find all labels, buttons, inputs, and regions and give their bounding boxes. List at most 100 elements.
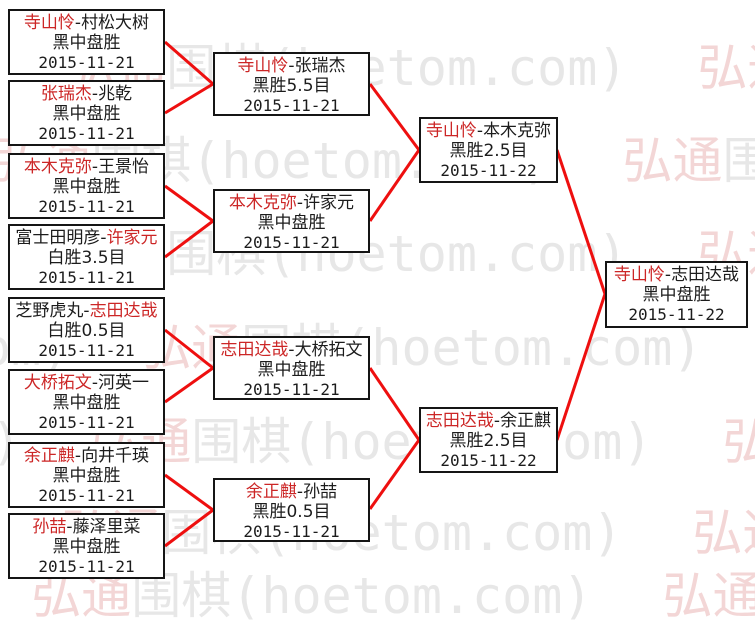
- winner-name: 寺山怜: [425, 121, 477, 141]
- loser-name: 村松大树: [81, 13, 150, 33]
- connector-line: [368, 83, 421, 151]
- match-box-r1-7: 余正麒-向井千瑛 黑中盘胜 2015-11-21: [8, 442, 165, 508]
- match-players: 富士田明彦-许家元: [10, 228, 163, 248]
- name-separator: -: [91, 157, 99, 177]
- connector-line: [164, 328, 214, 370]
- match-date: 2015-11-21: [38, 557, 135, 576]
- match-players: 孙喆-藤泽里菜: [10, 517, 163, 537]
- watermark-text: 弘通围棋(hoetom.com): [692, 504, 755, 562]
- match-date: 2015-11-21: [243, 380, 340, 399]
- loser-name: 张瑞杰: [294, 56, 346, 76]
- match-players: 本木克弥-许家元: [215, 193, 368, 213]
- match-box-r2-3: 志田达哉-大桥拓文 黑中盘胜 2015-11-21: [213, 336, 370, 400]
- winner-name: 寺山怜: [613, 265, 665, 285]
- match-result: 黑胜2.5目: [449, 431, 528, 451]
- loser-name: 本木克弥: [483, 121, 552, 141]
- connector-line: [164, 184, 214, 223]
- winner-name: 本木克弥: [228, 193, 297, 213]
- match-result: 白胜0.5目: [47, 321, 126, 341]
- connector-line: [368, 367, 421, 441]
- loser-name: 余正麒: [500, 411, 552, 431]
- match-box-r1-1: 寺山怜-村松大树 黑中盘胜 2015-11-21: [8, 9, 165, 75]
- match-box-r1-2: 张瑞杰-兆乾 黑中盘胜 2015-11-21: [8, 80, 165, 146]
- loser-name: 藤泽里菜: [72, 517, 141, 537]
- winner-name: 志田达哉: [425, 411, 494, 431]
- match-date: 2015-11-21: [38, 124, 135, 143]
- match-result: 黑中盘胜: [257, 213, 326, 233]
- name-separator: -: [296, 482, 304, 502]
- loser-name: 兆乾: [98, 84, 133, 104]
- connector-line: [368, 149, 421, 222]
- match-players: 寺山怜-志田达哉: [607, 265, 746, 285]
- winner-name: 余正麒: [245, 482, 297, 502]
- match-players: 志田达哉-余正麒: [421, 411, 556, 431]
- connector-line: [368, 439, 421, 510]
- connector-line: [164, 219, 214, 259]
- name-separator: -: [83, 301, 90, 321]
- match-result: 黑中盘胜: [52, 466, 121, 486]
- winner-name: 孙喆: [32, 517, 67, 537]
- match-date: 2015-11-21: [38, 53, 135, 72]
- match-players: 余正麒-向井千瑛: [10, 446, 163, 466]
- watermark-text: 弘通围棋(hoetom.com): [722, 413, 755, 471]
- connector-line: [555, 149, 607, 295]
- connector-line: [164, 473, 214, 512]
- match-box-r1-6: 大桥拓文-河英一 黑中盘胜 2015-11-21: [8, 369, 165, 435]
- match-players: 大桥拓文-河英一: [10, 373, 163, 393]
- match-box-r1-8: 孙喆-藤泽里菜 黑中盘胜 2015-11-21: [8, 513, 165, 579]
- name-separator: -: [91, 373, 99, 393]
- loser-name: 志田达哉: [671, 265, 740, 285]
- name-separator: -: [100, 228, 107, 248]
- winner-name: 余正麒: [23, 446, 75, 466]
- match-result: 白胜3.5目: [47, 248, 126, 268]
- name-separator: -: [296, 193, 304, 213]
- match-result: 黑中盘胜: [52, 393, 121, 413]
- name-separator: -: [476, 121, 484, 141]
- connector-group: [164, 40, 607, 548]
- connector-line: [164, 508, 214, 548]
- match-players: 芝野虎丸-志田达哉: [10, 301, 163, 321]
- connector-line: [164, 82, 214, 115]
- match-result: 黑中盘胜: [257, 360, 326, 380]
- connector-line: [555, 293, 607, 441]
- winner-name: 寺山怜: [237, 56, 289, 76]
- match-result: 黑胜0.5目: [252, 502, 331, 522]
- match-box-r1-5: 芝野虎丸-志田达哉 白胜0.5目 2015-11-21: [8, 297, 165, 363]
- match-players: 寺山怜-村松大树: [10, 13, 163, 33]
- match-box-sf-2: 志田达哉-余正麒 黑胜2.5目 2015-11-22: [419, 407, 558, 473]
- match-box-r2-2: 本木克弥-许家元 黑中盘胜 2015-11-21: [213, 189, 370, 253]
- winner-name: 志田达哉: [220, 340, 289, 360]
- winner-name: 许家元: [106, 228, 158, 248]
- winner-name: 大桥拓文: [23, 373, 92, 393]
- name-separator: -: [288, 340, 295, 360]
- match-date: 2015-11-21: [38, 197, 135, 216]
- match-players: 余正麒-孙喆: [215, 482, 368, 502]
- name-separator: -: [74, 13, 82, 33]
- winner-name: 志田达哉: [89, 301, 158, 321]
- winner-name: 张瑞杰: [40, 84, 92, 104]
- match-players: 志田达哉-大桥拓文: [215, 340, 368, 360]
- match-date: 2015-11-21: [38, 341, 135, 360]
- match-result: 黑中盘胜: [52, 537, 121, 557]
- match-result: 黑中盘胜: [52, 104, 121, 124]
- match-result: 黑胜2.5目: [449, 141, 528, 161]
- name-separator: -: [493, 411, 501, 431]
- name-separator: -: [664, 265, 672, 285]
- name-separator: -: [288, 56, 295, 76]
- match-box-r1-4: 富士田明彦-许家元 白胜3.5目 2015-11-21: [8, 224, 165, 290]
- match-date: 2015-11-21: [38, 486, 135, 505]
- match-result: 黑中盘胜: [52, 33, 121, 53]
- match-players: 寺山怜-张瑞杰: [215, 56, 368, 76]
- match-date: 2015-11-22: [440, 161, 537, 180]
- match-box-r2-4: 余正麒-孙喆 黑胜0.5目 2015-11-21: [213, 478, 370, 542]
- loser-name: 向井千瑛: [81, 446, 150, 466]
- match-date: 2015-11-21: [243, 96, 340, 115]
- match-result: 黑中盘胜: [52, 177, 121, 197]
- match-box-sf-1: 寺山怜-本木克弥 黑胜2.5目 2015-11-22: [419, 117, 558, 183]
- match-players: 寺山怜-本木克弥: [421, 121, 556, 141]
- match-date: 2015-11-22: [628, 305, 725, 324]
- match-box-final: 寺山怜-志田达哉 黑中盘胜 2015-11-22: [605, 261, 748, 328]
- winner-name: 寺山怜: [23, 13, 75, 33]
- match-players: 张瑞杰-兆乾: [10, 84, 163, 104]
- loser-name: 芝野虎丸: [15, 301, 84, 321]
